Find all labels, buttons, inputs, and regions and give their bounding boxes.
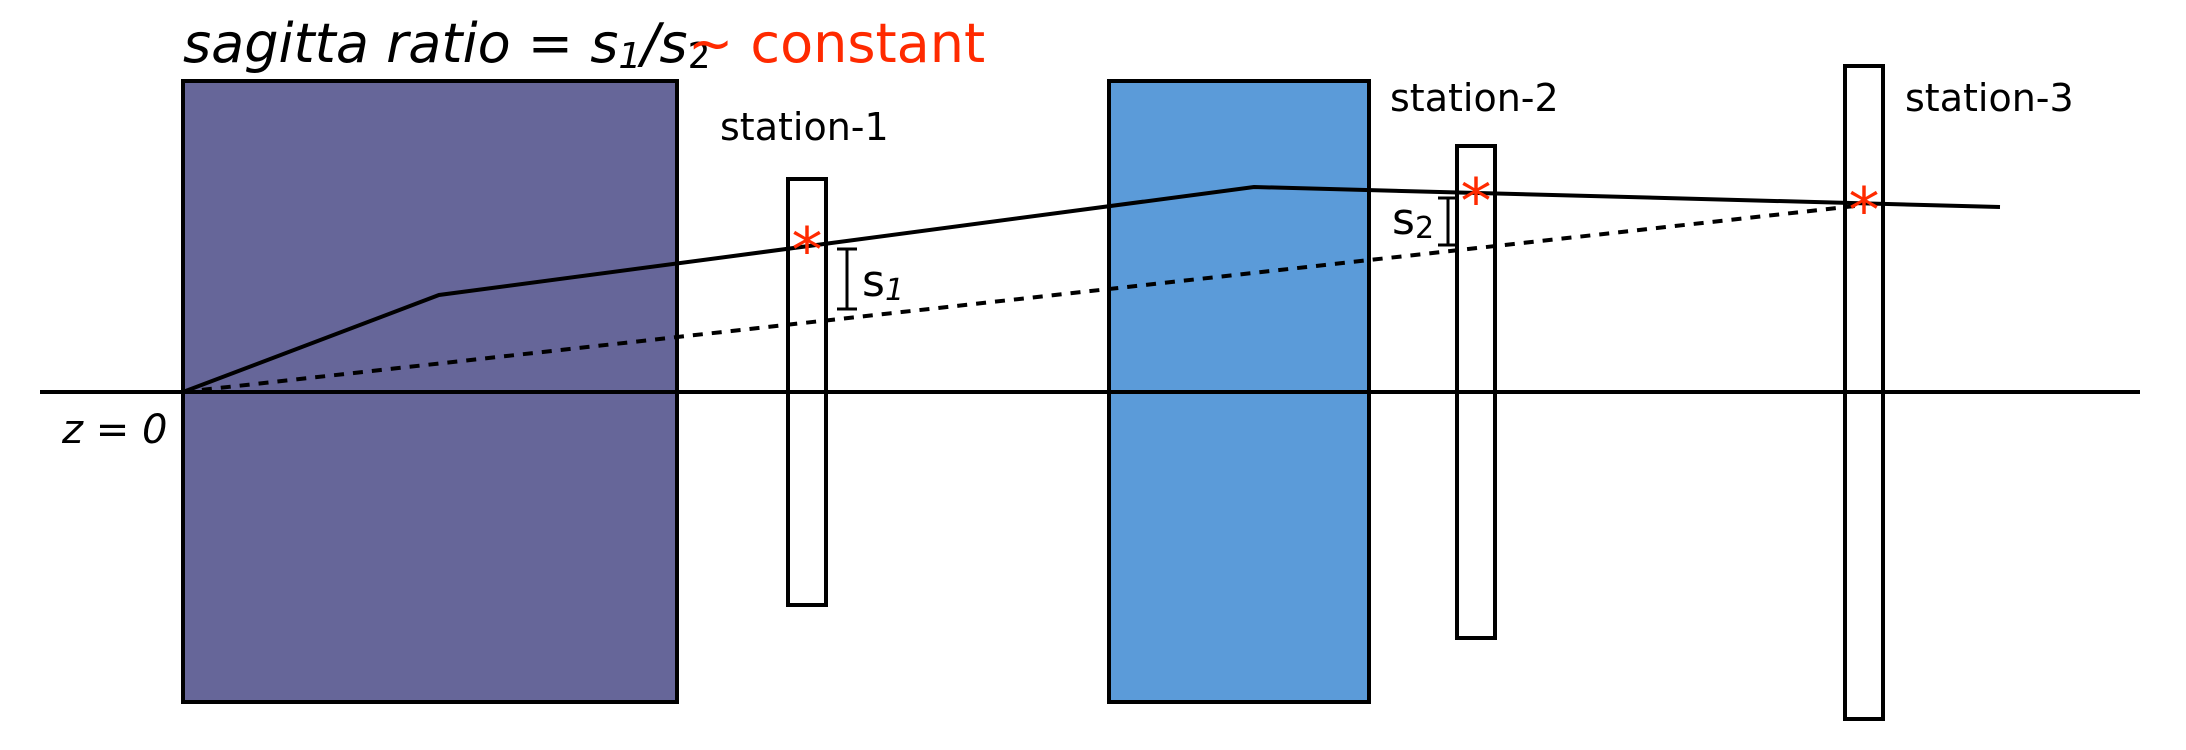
sagitta-2-label: s2 (1392, 194, 1434, 246)
sagitta-2-marker (1438, 196, 1458, 247)
title-constant: ~ constant (688, 12, 985, 75)
sagitta-1-marker (837, 247, 857, 311)
title-sub2: 2 (688, 36, 711, 77)
straight-reference-line (182, 203, 1865, 394)
hit-marker-station-1: * (792, 214, 823, 287)
diagram-title: sagitta ratio = s1/s2 (183, 12, 710, 77)
title-slash: /s (637, 12, 687, 75)
z-axis-label: z = 0 (61, 407, 167, 453)
title-sub1: 1 (618, 36, 641, 77)
s1-subscript: 1 (885, 273, 904, 308)
station-2-label: station-2 (1390, 76, 1559, 120)
s1-letter: s (862, 256, 885, 307)
title-sagitta: sagitta ratio = s (183, 12, 618, 75)
s2-subscript: 2 (1415, 211, 1434, 246)
particle-track (182, 184, 2001, 394)
hit-marker-station-2: * (1461, 165, 1492, 238)
station-1-label: station-1 (720, 105, 889, 149)
hit-marker-station-3: * (1849, 174, 1880, 247)
s2-letter: s (1392, 194, 1415, 245)
station-3-label: station-3 (1905, 76, 2074, 120)
sagitta-1-label: s1 (862, 256, 904, 308)
